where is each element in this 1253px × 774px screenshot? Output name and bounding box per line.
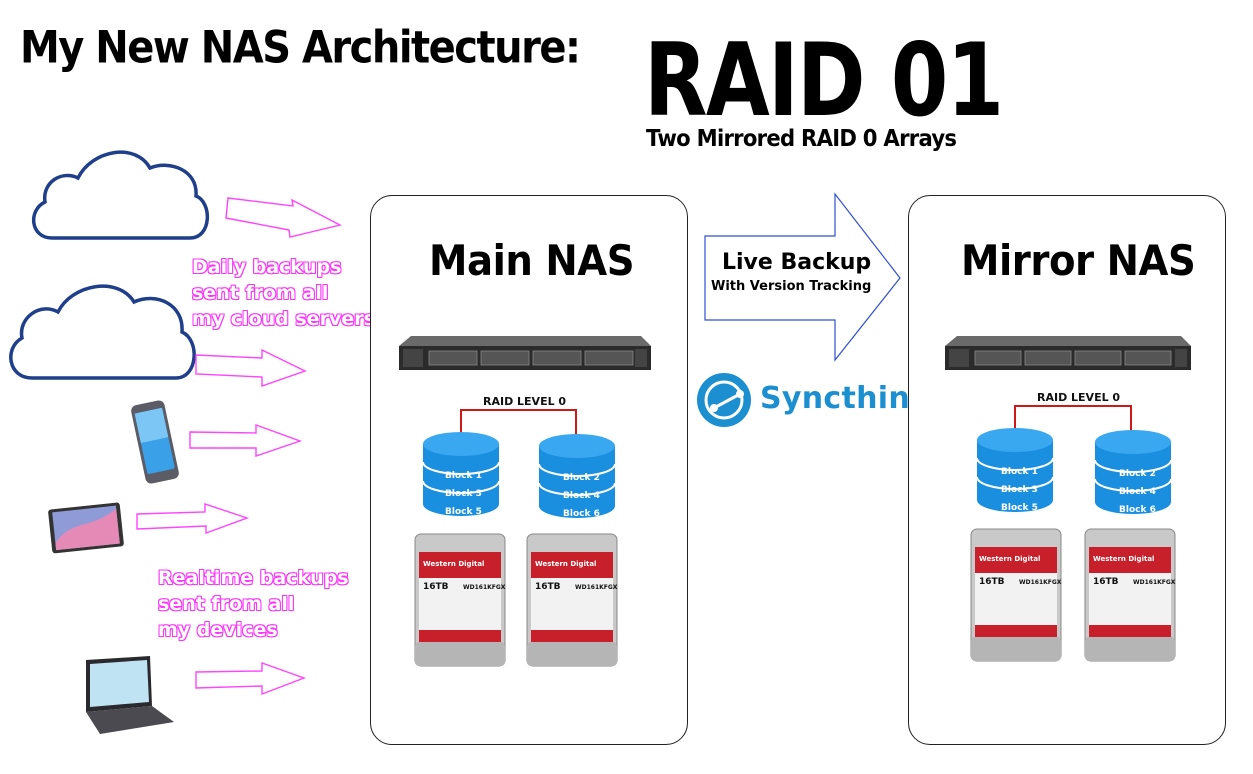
raid-subtitle: Two Mirrored RAID 0 Arrays bbox=[646, 126, 957, 152]
hdd-brand: Western Digital bbox=[535, 560, 597, 568]
hard-drive-icon bbox=[414, 533, 506, 667]
hdd-capacity: 16TB bbox=[1093, 577, 1119, 587]
main-nas-panel: Main NAS RAID LEVEL 0 bbox=[370, 195, 688, 745]
block-label: Block 2 bbox=[1119, 469, 1156, 479]
syncthing-logo-icon bbox=[697, 373, 751, 427]
block-label: Block 3 bbox=[445, 489, 482, 499]
note-line: Daily backups bbox=[192, 256, 342, 278]
cloud-icon bbox=[9, 284, 196, 380]
hdd-model: WD161KFGX bbox=[575, 584, 618, 591]
server-icon bbox=[945, 336, 1191, 370]
smartphone-icon bbox=[131, 400, 179, 484]
mirror-nas-panel: Mirror NAS RAID LEVEL 0 bbox=[908, 195, 1226, 745]
disk-stack-icon bbox=[422, 432, 500, 516]
server-icon bbox=[399, 336, 651, 370]
hard-drive-icon bbox=[970, 528, 1062, 662]
page-title: My New NAS Architecture: bbox=[20, 22, 581, 74]
hdd-capacity: 16TB bbox=[423, 582, 449, 592]
hard-drive-icon bbox=[1084, 528, 1176, 662]
block-label: Block 4 bbox=[563, 491, 600, 501]
cloud-backup-note: Daily backups sent from all my cloud ser… bbox=[192, 254, 375, 332]
block-label: Block 5 bbox=[1001, 503, 1038, 513]
block-label: Block 6 bbox=[1119, 505, 1156, 515]
note-line: sent from all bbox=[158, 593, 295, 615]
cloud-icon bbox=[31, 150, 210, 240]
mirror-nas-title: Mirror NAS bbox=[961, 236, 1196, 285]
note-line: my devices bbox=[158, 619, 278, 641]
live-backup-arrow bbox=[704, 192, 901, 362]
hard-drive-icon bbox=[526, 533, 618, 667]
hdd-capacity: 16TB bbox=[535, 582, 561, 592]
block-label: Block 5 bbox=[445, 507, 482, 517]
block-label: Block 1 bbox=[1001, 467, 1038, 477]
tablet-icon bbox=[48, 502, 124, 554]
raid-title: RAID 01 bbox=[644, 21, 1004, 140]
block-label: Block 4 bbox=[1119, 487, 1156, 497]
note-line: my cloud servers bbox=[192, 308, 375, 330]
block-label: Block 1 bbox=[445, 471, 482, 481]
block-label: Block 2 bbox=[563, 473, 600, 483]
hdd-capacity: 16TB bbox=[979, 577, 1005, 587]
mirror-nas-graphic bbox=[945, 336, 1191, 662]
device-backup-note: Realtime backups sent from all my device… bbox=[158, 565, 349, 643]
laptop-icon bbox=[86, 656, 174, 734]
hdd-brand: Western Digital bbox=[423, 560, 485, 568]
live-backup-sublabel: With Version Tracking bbox=[711, 279, 872, 294]
hdd-model: WD161KFGX bbox=[1133, 579, 1176, 586]
raid-level-label: RAID LEVEL 0 bbox=[1037, 391, 1121, 404]
sources-graphic bbox=[9, 150, 342, 734]
hdd-brand: Western Digital bbox=[1093, 555, 1155, 563]
block-label: Block 3 bbox=[1001, 485, 1038, 495]
block-label: Block 6 bbox=[563, 509, 600, 519]
main-nas-title: Main NAS bbox=[429, 236, 635, 285]
arrows-to-nas bbox=[136, 197, 342, 696]
hdd-model: WD161KFGX bbox=[463, 584, 506, 591]
raid-level-label: RAID LEVEL 0 bbox=[483, 395, 567, 408]
note-line: sent from all bbox=[192, 282, 329, 304]
hdd-model: WD161KFGX bbox=[1019, 579, 1062, 586]
note-line: Realtime backups bbox=[158, 567, 349, 589]
main-nas-graphic bbox=[399, 336, 651, 667]
disk-stack-icon bbox=[1094, 430, 1172, 514]
disk-stack-icon bbox=[538, 434, 616, 518]
syncthing-label: Syncthing bbox=[760, 381, 932, 416]
disk-stack-icon bbox=[976, 428, 1054, 512]
live-backup-label: Live Backup bbox=[722, 250, 872, 275]
hdd-brand: Western Digital bbox=[979, 555, 1041, 563]
